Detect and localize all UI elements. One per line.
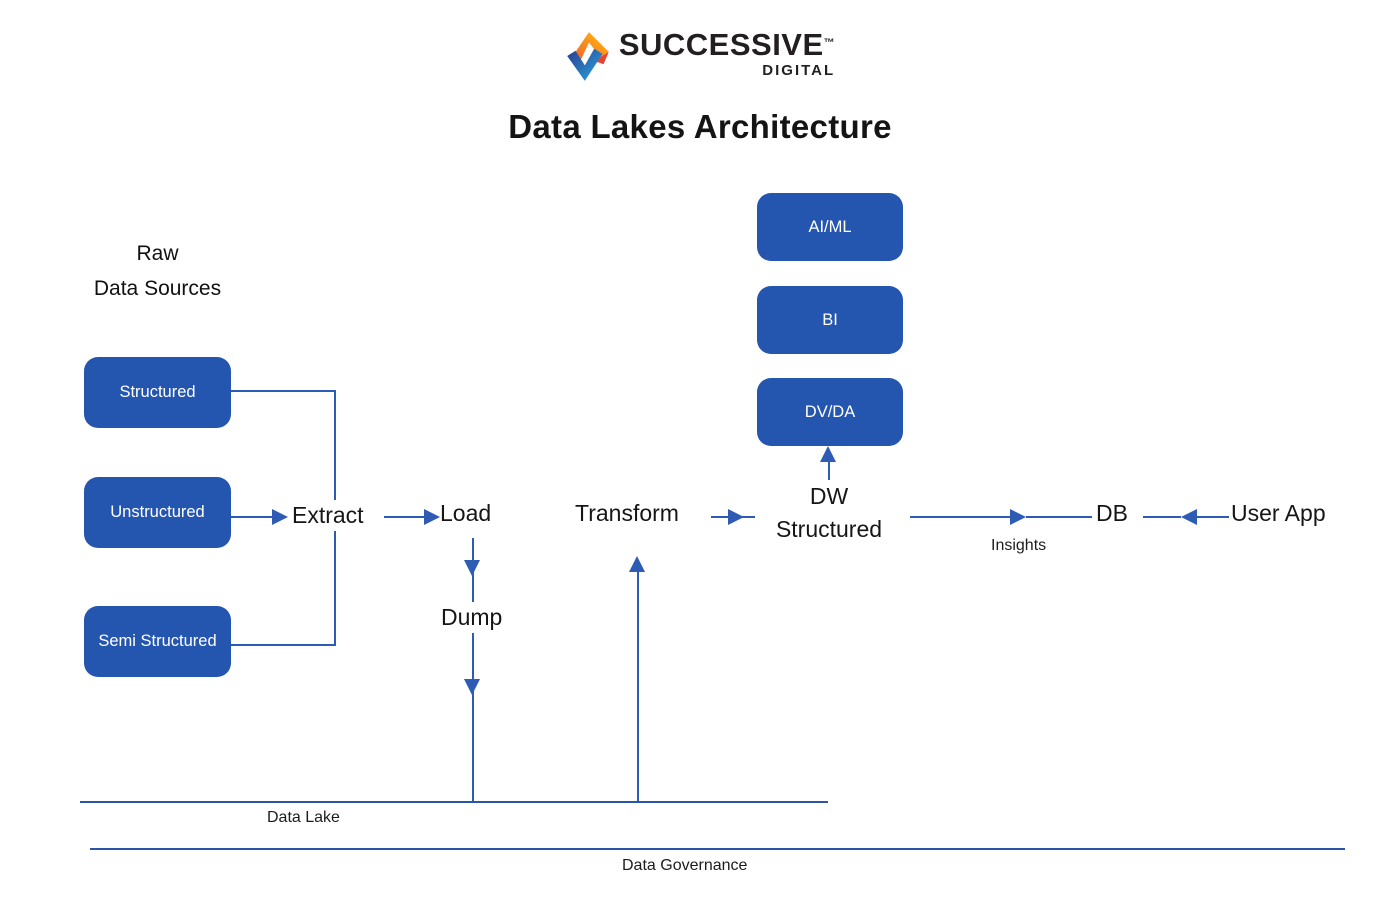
aiml-node: AI/ML [757, 193, 903, 261]
connector-dw-db-right [1026, 516, 1092, 518]
logo-subtitle: DIGITAL [762, 62, 836, 79]
arrowhead-to-extract [272, 509, 288, 525]
arrowhead-to-dvda [820, 446, 836, 462]
arrowhead-to-transform [629, 556, 645, 572]
connector-semi-elbow [231, 644, 336, 646]
trademark-symbol: ™ [823, 37, 836, 49]
connector-load-datalake [472, 538, 474, 802]
connector-dw-dvda [828, 452, 830, 480]
brand-logo: SUCCESSIVE™ DIGITAL [0, 28, 1400, 83]
insights-label: Insights [991, 537, 1047, 554]
connector-extract-load [384, 516, 424, 518]
user-app-label: User App [1231, 500, 1326, 526]
dump-label: Dump [437, 602, 507, 633]
connector-structured-elbow [231, 390, 336, 392]
connector-db-userapp-right [1197, 516, 1229, 518]
extract-label: Extract [288, 500, 368, 531]
bi-node: BI [757, 286, 903, 354]
connector-db-userapp-left [1143, 516, 1181, 518]
arrowhead-to-load [424, 509, 440, 525]
raw-data-sources-heading: Raw Data Sources [93, 242, 222, 300]
structured-node: Structured [84, 357, 231, 428]
data-lake-label: Data Lake [267, 809, 340, 826]
dw-structured-label: DW Structured [757, 480, 901, 546]
arrowhead-dump-upper [464, 560, 480, 576]
arrowhead-dump-lower [464, 679, 480, 695]
page-title: Data Lakes Architecture [508, 108, 892, 145]
db-label: DB [1096, 500, 1128, 526]
successive-logo-icon [567, 32, 609, 81]
connector-datalake-transform [637, 572, 639, 802]
connector-unstructured-extract [231, 516, 272, 518]
data-governance-line [90, 848, 1345, 850]
semi-structured-node: Semi Structured [84, 606, 231, 677]
data-governance-label: Data Governance [622, 857, 748, 874]
arrowhead-to-db [1010, 509, 1026, 525]
connector-dw-db-left [910, 516, 1010, 518]
unstructured-node: Unstructured [84, 477, 231, 548]
load-label: Load [440, 500, 492, 526]
dvda-node: DV/DA [757, 378, 903, 446]
arrowhead-to-db-from-userapp [1181, 509, 1197, 525]
arrowhead-to-dw [728, 509, 744, 525]
logo-brand-name: SUCCESSIVE™ [618, 27, 836, 62]
transform-label: Transform [575, 500, 679, 526]
data-lake-line [80, 801, 828, 803]
